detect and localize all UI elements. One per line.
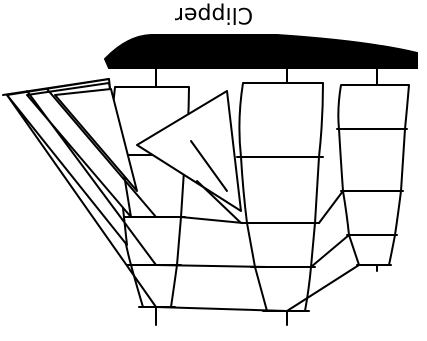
bowsprit <box>2 78 110 96</box>
fore-sail-royal <box>130 264 178 308</box>
aft-mast-sails <box>337 84 410 266</box>
stay-line <box>155 306 288 312</box>
jib-sail-inner <box>54 88 138 192</box>
stay-line <box>155 264 268 268</box>
aft-sail-topsail <box>338 128 406 192</box>
stay-line <box>26 90 157 266</box>
rigging <box>2 78 360 312</box>
stay-line <box>180 216 244 224</box>
main-sail-topsail <box>240 156 320 224</box>
main-sail-topgallant <box>246 222 316 268</box>
stay-line <box>318 190 344 224</box>
stay-line <box>196 180 242 224</box>
aft-sail-topgallant <box>342 190 402 236</box>
ship-caption: Clipper <box>174 2 253 27</box>
stay-line <box>190 140 228 192</box>
clipper-rotated-group: Clipper <box>2 2 418 326</box>
aft-sail-royal <box>348 234 396 266</box>
stay-line <box>46 88 157 218</box>
main-sail-course <box>238 82 324 158</box>
hull <box>103 34 418 69</box>
main-sail-royal <box>254 266 312 312</box>
jib-sails <box>6 78 242 246</box>
staysail <box>136 90 242 212</box>
aft-sail-course <box>337 84 410 130</box>
stay-line <box>310 234 350 268</box>
stay-line <box>6 94 157 308</box>
stay-line <box>286 264 360 312</box>
main-mast-sails <box>238 82 324 312</box>
